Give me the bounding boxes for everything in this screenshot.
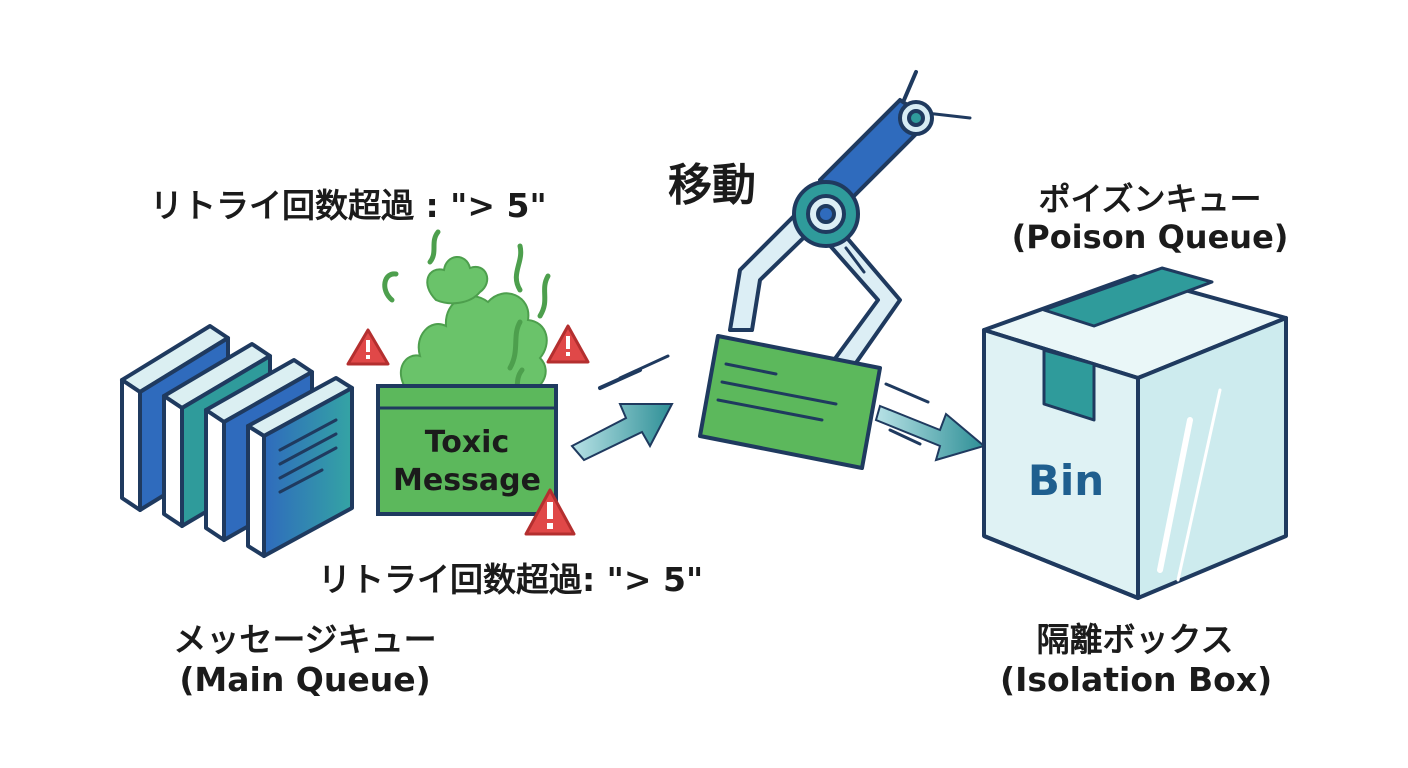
- warning-icon: [346, 328, 390, 366]
- toxic-label-line2: Message: [393, 463, 541, 498]
- moving-message-card: [698, 334, 882, 470]
- retry-limit-label-bottom: リトライ回数超過: "> 5": [318, 560, 704, 599]
- isolation-bin: Bin: [982, 266, 1288, 600]
- move-label: 移動: [668, 160, 756, 211]
- main-queue-stack: [120, 324, 354, 558]
- main-queue-label-jp: メッセージキュー: [173, 620, 437, 659]
- warning-icon: [546, 324, 590, 364]
- bin-label: Bin: [1028, 456, 1104, 505]
- retry-limit-label-top: リトライ回数超過 : "> 5": [150, 186, 547, 225]
- isolation-box-label-jp: 隔離ボックス: [1036, 620, 1234, 659]
- warning-icon: [524, 488, 576, 536]
- toxic-label-line1: Toxic: [425, 425, 510, 460]
- toxic-message-box: Toxic Message: [376, 384, 558, 516]
- poison-queue-label-en: (Poison Queue): [1011, 218, 1289, 257]
- isolation-box-label-en: (Isolation Box): [1000, 659, 1273, 699]
- toxic-smoke-icon: [382, 229, 551, 407]
- main-queue-label: メッセージキュー (Main Queue): [140, 620, 470, 699]
- poison-queue-label: ポイズンキュー (Poison Queue): [1000, 180, 1300, 257]
- main-queue-label-en: (Main Queue): [179, 659, 431, 699]
- queue-document: [246, 376, 354, 558]
- arrow-right-icon: [570, 354, 674, 462]
- poison-queue-label-jp: ポイズンキュー: [1038, 180, 1262, 218]
- robot-arm-icon: [728, 70, 972, 402]
- arrow-right-icon: [874, 382, 987, 462]
- isolation-box-label: 隔離ボックス (Isolation Box): [1000, 620, 1273, 699]
